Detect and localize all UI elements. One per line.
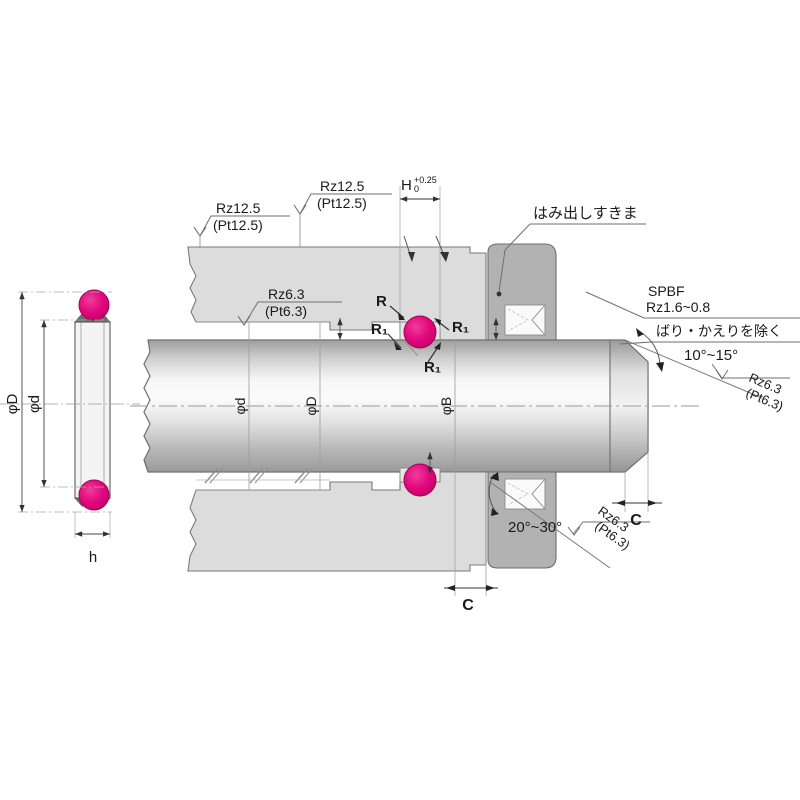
H-arrow-right-head <box>440 252 449 262</box>
H-symbol: H <box>401 177 412 194</box>
label-R1-a: R₁ <box>371 321 388 338</box>
R1a-arrowhead <box>394 342 402 350</box>
callout-surface-finish-2: Rz12.5 (Pt12.5) <box>293 178 392 247</box>
spbf-line3: ばり・かえりを除く <box>656 323 782 339</box>
label-C-bottom: C <box>462 597 474 614</box>
section-oring-top <box>78 289 110 321</box>
label-R1-c: R₁ <box>424 359 441 376</box>
C-bottom-arrow-left <box>446 585 455 591</box>
callout-surface-finish-3: Rz6.3 (Pt6.3) <box>237 286 342 326</box>
finish3-line1: Rz6.3 <box>268 286 305 302</box>
R1a-leader <box>387 333 402 349</box>
R1c-arrowhead <box>434 342 441 350</box>
label-phid-main: φd <box>232 398 248 415</box>
callout-spbf: SPBF Rz1.6~0.8 ばり・かえりを除く <box>585 283 800 345</box>
angle-top-arrow-2 <box>656 362 664 372</box>
R-leader <box>389 305 405 319</box>
spbf-leader-1 <box>585 291 645 319</box>
backup-ring-lower-hatch <box>507 482 529 506</box>
finish2-leader <box>299 193 392 215</box>
label-phiD-main: φD <box>303 396 319 415</box>
finish3-line2: (Pt6.3) <box>265 303 307 319</box>
angle-bottom-finish-leader <box>572 521 650 535</box>
angle-top-finish-leader <box>711 363 790 379</box>
backup-ring-lower-window <box>504 478 546 510</box>
label-phiB-main: φB <box>438 397 454 415</box>
main-diameter-dims: φd φD φB <box>232 322 456 490</box>
dimension-C-right: C <box>612 452 662 529</box>
H-arrow-left-head <box>408 252 415 262</box>
spbf-line1: SPBF <box>648 283 685 299</box>
extrusion-gap-dot <box>496 291 502 297</box>
extrusion-gap-leader <box>498 223 531 293</box>
C-right-arrow-left <box>616 500 625 506</box>
extrusion-gap-label: はみ出しすきま <box>533 205 638 222</box>
backup-ring-upper-hatch <box>507 308 529 332</box>
finish2-line2: (Pt12.5) <box>317 195 367 211</box>
angle-top-label: 10°~15° <box>684 347 738 364</box>
C-bottom-arrow-right <box>486 585 495 591</box>
finish1-leader <box>199 215 290 237</box>
C-right-arrow-right <box>648 500 657 506</box>
oring-lower-main <box>403 463 437 497</box>
H-tol-lower: 0 <box>414 184 419 194</box>
backup-ring-upper-notch <box>531 304 546 336</box>
housing-upper <box>187 246 487 341</box>
callout-extrusion-gap: はみ出しすきま <box>496 205 646 297</box>
angle-top-arrow-1 <box>636 328 644 337</box>
label-R: R <box>376 293 387 310</box>
label-C-right: C <box>630 512 642 529</box>
oring-upper-main <box>403 315 437 349</box>
finish1-line1: Rz12.5 <box>216 200 261 216</box>
housing-lower-thread-hatch <box>196 467 330 484</box>
groove-depth-ticks <box>337 318 499 474</box>
backup-ring-lower <box>487 471 557 569</box>
spbf-line2: Rz1.6~0.8 <box>646 299 710 315</box>
R1b-arrowhead <box>434 318 441 326</box>
section-oring-bottom <box>78 479 110 511</box>
spbf-leader-2 <box>619 341 653 345</box>
angle-bottom-ref-line <box>489 481 611 569</box>
finish3-triangle <box>237 315 251 326</box>
seal-ring-body <box>74 321 111 499</box>
dimension-C-bottom: C <box>444 472 498 614</box>
angle-top-ref-line <box>624 339 763 399</box>
backup-ring-upper <box>487 243 557 341</box>
finish1-line2: (Pt12.5) <box>213 217 263 233</box>
angle-bottom-arrow-1 <box>490 472 499 481</box>
callout-surface-finish-1: Rz12.5 (Pt12.5) <box>193 200 290 247</box>
callout-radii: R R₁ R₁ R₁ <box>371 293 469 376</box>
label-phiD-section: φD <box>4 394 21 415</box>
label-R1-b: R₁ <box>452 319 469 336</box>
finish2-line1: Rz12.5 <box>320 178 365 194</box>
angle-bottom-finish-triangle <box>567 526 581 536</box>
R1c-leader-2 <box>403 339 419 357</box>
backup-ring-lower-notch <box>531 478 546 510</box>
R-arrowhead <box>398 312 405 320</box>
section-detail: φD φd h <box>0 289 140 566</box>
H-tol-upper: +0.25 <box>414 175 437 185</box>
label-h: h <box>89 549 97 566</box>
label-phid-section: φd <box>26 395 43 413</box>
housing-upper-outline <box>187 246 487 341</box>
backup-ring-upper-window <box>504 304 546 336</box>
dimension-H: H +0.25 0 <box>399 175 449 330</box>
angle-top-finish-triangle <box>715 369 729 380</box>
angle-bottom-label: 20°~30° <box>508 519 562 536</box>
callout-angle-bottom: 20°~30° Rz6.3 (Pt6.3) <box>488 472 650 569</box>
angle-bottom-arrow-2 <box>491 508 499 516</box>
